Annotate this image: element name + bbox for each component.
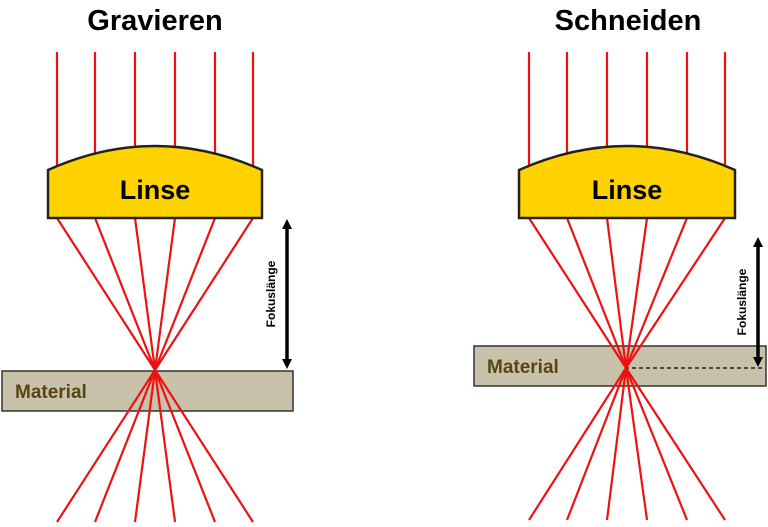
material-block: Material <box>1 370 294 412</box>
laser-ray <box>625 367 726 521</box>
laser-ray <box>528 367 627 521</box>
focus-length-indicator: Fokuslänge <box>264 219 292 369</box>
laser-ray <box>605 217 628 369</box>
cutting-title: Schneiden <box>555 5 702 37</box>
focused-rays <box>528 217 726 369</box>
laser-ray <box>153 217 177 371</box>
laser-ray <box>528 217 627 369</box>
exit-rays <box>528 367 726 521</box>
lens: Linse <box>46 144 264 220</box>
engraving-title: Gravieren <box>87 5 222 37</box>
laser-ray <box>565 367 628 521</box>
focus-length-label: Fokuslänge <box>264 260 278 327</box>
laser-ray <box>93 369 157 523</box>
incoming-rays <box>527 52 727 165</box>
laser-ray <box>154 369 254 523</box>
incoming-rays <box>55 52 255 165</box>
laser-ray <box>133 217 157 371</box>
focus-length-label: Fokuslänge <box>735 268 749 335</box>
laser-ray <box>93 217 157 371</box>
lens-shape <box>46 144 264 220</box>
exit-rays <box>56 369 254 523</box>
laser-ray <box>154 217 254 371</box>
lens: Linse <box>517 144 737 220</box>
laser-ray <box>133 369 157 523</box>
laser-ray <box>153 217 217 371</box>
laser-ray <box>624 367 689 521</box>
laser-ray <box>153 369 217 523</box>
focus-length-indicator: Fokuslänge <box>735 237 763 367</box>
laser-ray <box>624 217 649 369</box>
engraving-diagram: Gravieren Linse Material <box>1 5 294 523</box>
laser-ray <box>624 217 689 369</box>
material-label: Material <box>15 382 87 403</box>
material-label: Material <box>487 357 559 378</box>
cutting-diagram: Schneiden Material <box>473 5 767 521</box>
laser-ray <box>56 217 156 371</box>
laser-ray <box>56 369 156 523</box>
laser-ray <box>624 367 649 521</box>
lens-label: Linse <box>120 175 191 205</box>
laser-ray <box>625 217 726 369</box>
material-rect <box>1 370 294 412</box>
lens-label: Linse <box>592 175 663 205</box>
laser-ray <box>605 367 628 521</box>
laser-ray <box>565 217 628 369</box>
focused-rays <box>56 217 254 371</box>
lens-shape <box>517 144 737 220</box>
laser-ray <box>153 369 177 523</box>
